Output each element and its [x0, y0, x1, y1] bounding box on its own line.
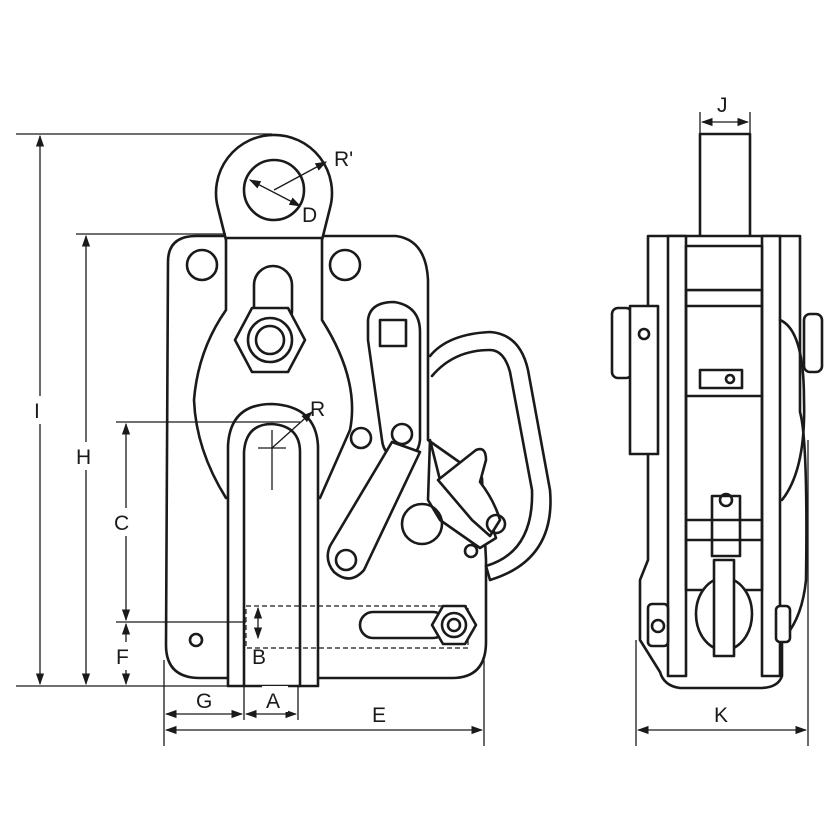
side-view: J K	[610, 94, 824, 746]
label-G: G	[196, 690, 212, 713]
body-hole-right	[328, 248, 362, 282]
adjust-bolt-core	[446, 617, 462, 633]
side-bottom-right-nut	[774, 604, 792, 644]
handle-latch	[436, 447, 502, 538]
label-K: K	[714, 704, 728, 727]
side-top-bar	[684, 244, 764, 292]
label-E: E	[372, 704, 386, 727]
side-right-cam	[778, 318, 806, 502]
linkage-pin	[334, 548, 358, 572]
lever-pin	[390, 422, 414, 446]
label-R-prime: R'	[334, 148, 353, 171]
label-H-bg	[72, 442, 100, 470]
side-eye	[698, 132, 752, 248]
label-K-bg	[708, 702, 738, 728]
side-plate-left	[666, 234, 688, 678]
label-G-bg	[192, 688, 220, 712]
label-C: C	[114, 512, 129, 535]
front-view: R R' D I H C F	[16, 133, 552, 746]
label-F: F	[116, 646, 129, 669]
pivot-pin	[349, 426, 373, 450]
cam-small-hole	[463, 543, 479, 559]
side-pad-stem	[712, 558, 736, 658]
label-A-bg	[262, 686, 288, 712]
d-leader	[248, 179, 302, 207]
side-bottom-bolt	[650, 618, 666, 634]
side-rod-3	[698, 368, 744, 390]
body-hole-left	[185, 248, 219, 282]
label-I-bg	[28, 396, 52, 424]
shackle-hole	[242, 158, 306, 222]
latch-pin	[485, 513, 507, 535]
adjust-bolt	[440, 611, 468, 639]
r-leader	[271, 411, 313, 449]
nut-washer	[246, 316, 294, 364]
label-A: A	[266, 690, 280, 713]
label-J: J	[717, 94, 728, 117]
side-left-pin	[637, 327, 651, 341]
nut-bolt	[254, 324, 286, 356]
label-R: R	[310, 398, 325, 421]
side-bottom-nut	[646, 602, 670, 648]
jaw	[226, 402, 320, 688]
side-spring-pin	[718, 492, 734, 508]
linkage-arm	[326, 440, 422, 580]
handle-bar	[428, 330, 552, 582]
cam-hole	[400, 502, 444, 546]
label-H: H	[76, 446, 91, 469]
lever-square-pin	[378, 318, 408, 348]
hex-nut	[233, 306, 307, 374]
label-B: B	[252, 646, 266, 669]
label-E-bg	[366, 702, 396, 728]
label-F-bg	[112, 642, 140, 670]
side-rod-3-pin	[724, 373, 736, 385]
label-C-bg	[110, 508, 140, 536]
side-left-bracket	[628, 304, 660, 456]
side-right-nut	[802, 312, 824, 374]
body-small-hole	[188, 632, 204, 648]
adjust-nut	[430, 604, 478, 646]
label-D: D	[302, 204, 317, 227]
label-I: I	[34, 400, 40, 423]
jaw-slot	[242, 422, 302, 688]
